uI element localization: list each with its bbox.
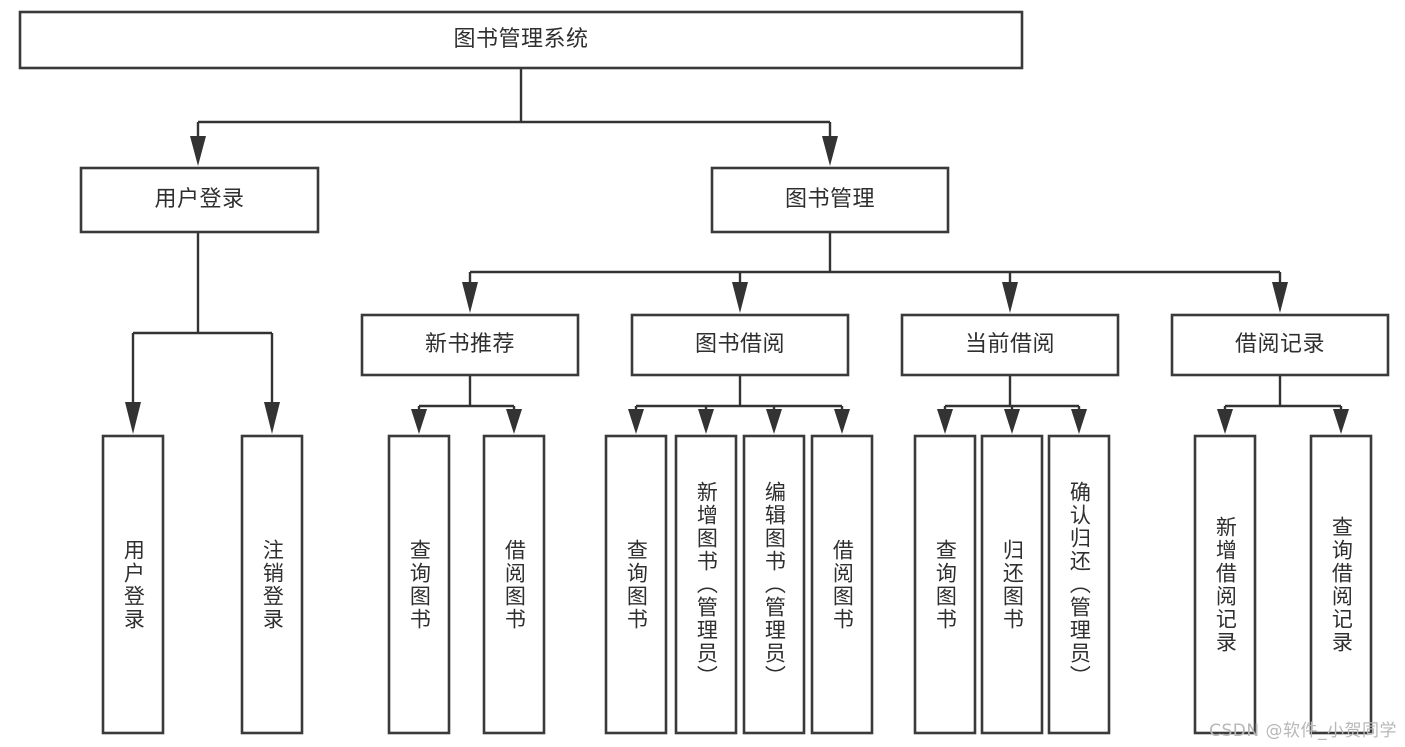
edge-group-user-login-to-leaves <box>125 232 280 434</box>
node-box-leaf-query-book-2[interactable] <box>604 434 668 735</box>
arrow-to-leaf-query-book-2 <box>628 409 644 434</box>
node-box-book-borrow[interactable] <box>630 313 850 377</box>
arrow-to-leaf-borrow-book-2 <box>834 409 850 434</box>
node-box-leaf-query-book-3[interactable] <box>913 434 977 735</box>
arrow-to-leaf-edit-book <box>766 409 782 434</box>
node-box-leaf-user-logout[interactable] <box>240 434 304 735</box>
arrow-to-leaf-query-book-1 <box>411 409 427 434</box>
arrow-to-leaf-return-book <box>1004 409 1020 434</box>
arrow-root-to-user-login <box>190 136 206 166</box>
arrow-to-leaf-query-book-3 <box>937 409 953 434</box>
node-box-leaf-query-book-1[interactable] <box>387 434 451 735</box>
node-box-leaf-user-login[interactable] <box>101 434 165 735</box>
arrow-to-leaf-borrow-book-1 <box>506 409 522 434</box>
edge-group-new-book-to-leaves <box>411 375 522 434</box>
arrow-root-to-book-management <box>822 136 838 166</box>
edge-group-borrow-record-to-leaves <box>1217 375 1349 434</box>
arrow-to-leaf-add-record <box>1217 409 1233 434</box>
arrow-to-leaf-user-logout <box>264 402 280 434</box>
node-box-leaf-confirm-return[interactable] <box>1047 434 1111 735</box>
node-box-user-login[interactable] <box>79 166 320 234</box>
node-box-current-borrow[interactable] <box>900 313 1120 377</box>
node-box-leaf-edit-book[interactable] <box>742 434 806 735</box>
node-box-new-book-recommend[interactable] <box>360 313 580 377</box>
node-box-leaf-add-book[interactable] <box>674 434 738 735</box>
arrow-to-new-book-recommend <box>462 282 478 313</box>
node-box-leaf-query-record[interactable] <box>1309 434 1373 735</box>
arrow-to-leaf-confirm-return <box>1071 409 1087 434</box>
node-box-borrow-record[interactable] <box>1170 313 1390 377</box>
node-box-leaf-borrow-book-1[interactable] <box>482 434 546 735</box>
arrow-to-book-borrow <box>732 282 748 313</box>
arrow-to-leaf-user-login <box>125 402 141 434</box>
arrow-to-leaf-add-book <box>698 409 714 434</box>
edge-group-book-borrow-to-leaves <box>628 375 850 434</box>
csdn-watermark: CSDN @软件_小贺同学 <box>1209 721 1397 741</box>
edge-group-current-borrow-to-leaves <box>937 375 1087 434</box>
node-box-leaf-return-book[interactable] <box>980 434 1044 735</box>
node-box-leaf-borrow-book-2[interactable] <box>810 434 874 735</box>
arrow-to-leaf-query-record <box>1333 409 1349 434</box>
edge-group-book-management-to-level3 <box>462 232 1288 313</box>
edge-group-root-to-level2 <box>190 68 838 166</box>
node-box-root[interactable] <box>18 10 1024 70</box>
arrow-to-borrow-record <box>1272 282 1288 313</box>
arrow-to-current-borrow <box>1002 282 1018 313</box>
node-box-leaf-add-record[interactable] <box>1193 434 1257 735</box>
node-box-book-management[interactable] <box>710 166 950 234</box>
